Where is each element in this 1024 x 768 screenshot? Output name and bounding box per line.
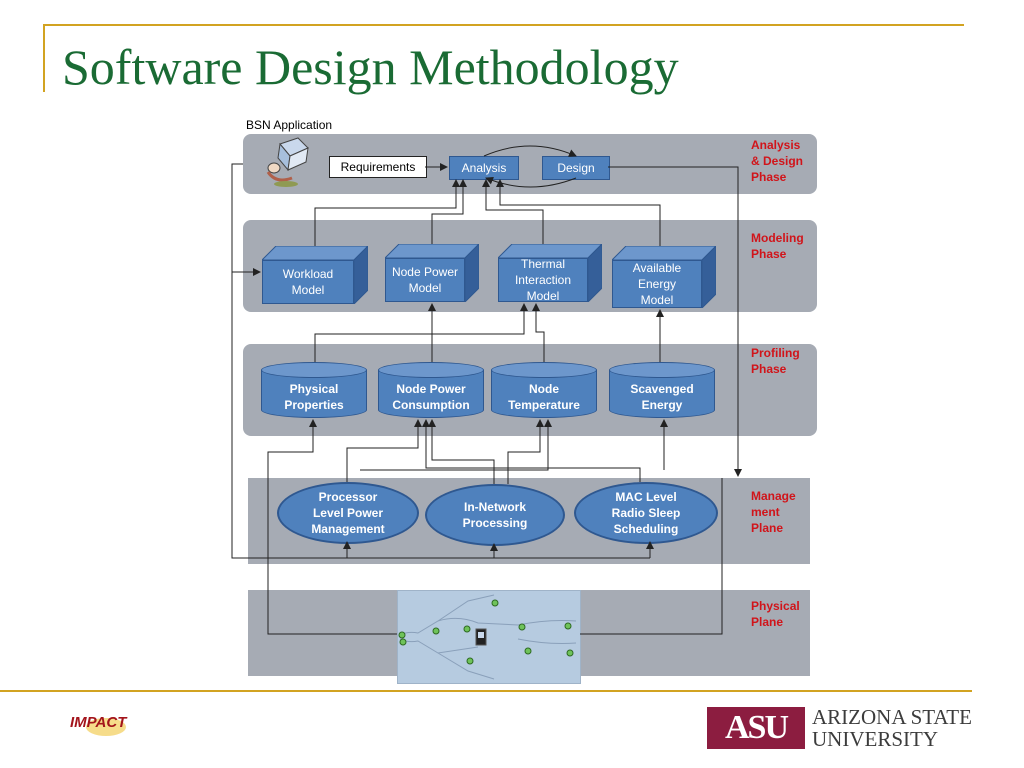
asu-logo-mark: ASU <box>707 707 805 749</box>
bottom-accent-line <box>0 690 972 692</box>
asu-logo-wordmark: ARIZONA STATE UNIVERSITY <box>812 706 972 750</box>
impact-logo: IMPACT <box>70 714 126 731</box>
